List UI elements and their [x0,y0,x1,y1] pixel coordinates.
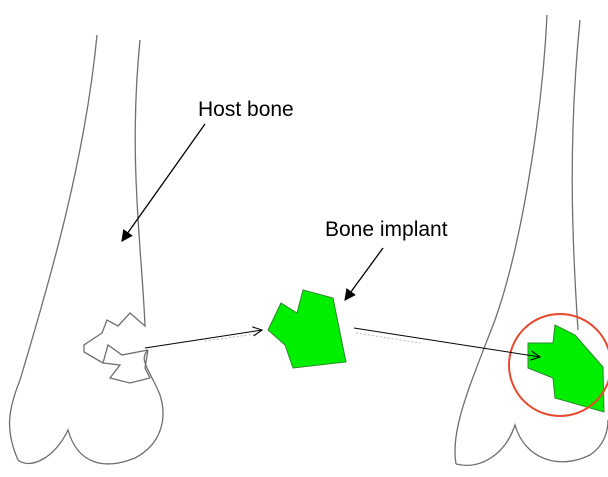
insertion-arrow-shadow [356,333,420,343]
host-bone-left-inner-edge [84,40,145,363]
insertion-arrow [354,328,540,357]
host-bone-label: Host bone [198,99,294,120]
host-bone-left-outer-edge [10,35,97,460]
host-bone-right-condyles [456,420,608,465]
bone-implant-shape [268,290,346,368]
bone-implant-label: Bone implant [325,219,448,240]
bone-implant-pointer-arrow [345,248,383,300]
host-bone-right-right-edge [572,20,580,330]
extraction-arrow [145,330,262,348]
host-bone-left [10,35,163,464]
host-bone-left-cavity [103,345,150,383]
bone-implant-placed [528,325,604,412]
host-bone-right-left-edge [455,15,547,464]
host-bone-pointer-arrow [122,124,205,241]
host-bone-left-condyles [18,350,163,464]
